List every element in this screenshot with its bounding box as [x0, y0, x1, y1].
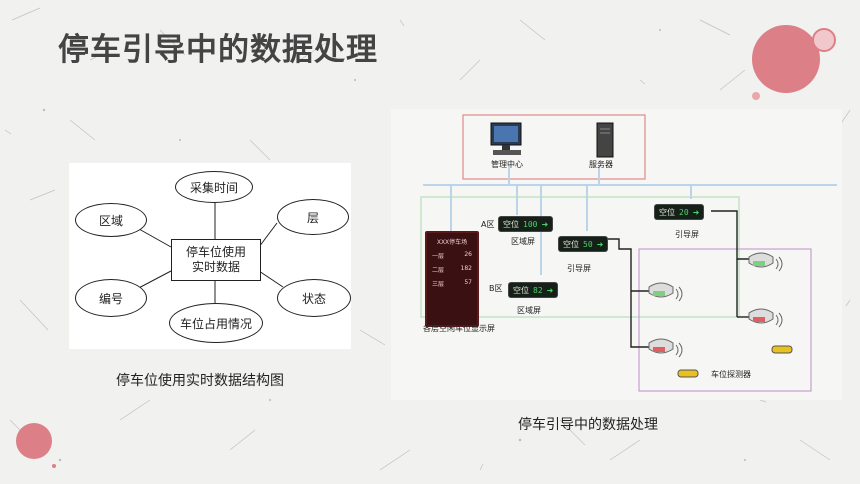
sign-label: 空位	[513, 285, 529, 295]
floor-board-title: XXX停车场	[436, 239, 468, 246]
sign-label: 空位	[659, 207, 675, 217]
decor-circle-ring	[812, 28, 836, 52]
floor-row-value: 182	[460, 265, 472, 272]
entity-line-1: 停车位使用	[185, 245, 246, 259]
sign-value: 82	[533, 285, 543, 295]
sign-value: 20	[679, 207, 689, 217]
floor-display-board: XXX停车场 一层 26 二层 182 三层 57	[425, 231, 479, 327]
decor-circle-bottom	[16, 423, 52, 459]
attr-area: 区域	[75, 203, 147, 237]
floor-row-label: 一层	[432, 253, 445, 260]
slide-title: 停车引导中的数据处理	[58, 32, 378, 68]
decor-circle-small	[752, 92, 760, 100]
floor-row-value: 26	[464, 251, 472, 258]
decor-circle-large	[752, 25, 820, 93]
floor-row-label: 二层	[432, 267, 445, 274]
sign-value: 50	[583, 239, 593, 249]
label-mgmt-center: 管理中心	[491, 160, 523, 169]
floor-row-value: 57	[464, 279, 472, 286]
label-guide-screen-1: 引导屏	[567, 264, 591, 273]
network-lines	[420, 114, 837, 392]
right-caption: 停车引导中的数据处理	[518, 417, 658, 433]
car-icon	[677, 369, 699, 378]
floor-row: 二层 182	[427, 265, 477, 274]
attr-occupancy: 车位占用情况	[169, 303, 263, 343]
label-floor-screen: 各层空闲车位显示屏	[423, 324, 495, 333]
attr-collect-time: 采集时间	[175, 171, 253, 203]
area-sign-a: 空位 100 ➜	[499, 217, 553, 231]
arrow-icon: ➜	[596, 239, 604, 249]
sign-label: 空位	[563, 239, 579, 249]
detector-icon	[748, 308, 783, 328]
label-server: 服务器	[589, 160, 613, 169]
detector-icon	[648, 282, 683, 302]
attr-floor: 层	[277, 199, 349, 235]
arrow-icon: ➜	[541, 219, 549, 229]
left-caption: 停车位使用实时数据结构图	[116, 373, 284, 389]
label-area-screen-b: 区域屏	[517, 306, 541, 315]
guide-sign-2: 空位 20 ➜	[655, 205, 704, 219]
sign-value: 100	[523, 219, 538, 229]
area-sign-b: 空位 82 ➜	[509, 283, 558, 297]
entity-parking-usage: 停车位使用 实时数据	[171, 239, 261, 281]
attr-status: 状态	[277, 279, 351, 317]
decor-dot-bottom	[52, 464, 56, 468]
label-guide-screen-2: 引导屏	[675, 230, 699, 239]
arrow-icon: ➜	[546, 285, 554, 295]
detector-icon	[648, 338, 683, 358]
sign-label: 空位	[503, 219, 519, 229]
arrow-icon: ➜	[692, 207, 700, 217]
floor-row: 一层 26	[427, 251, 477, 260]
parking-guidance-diagram: 管理中心 服务器 XXX停车场 一层 26 二层 182 三层 57 各层空闲车位显示…	[391, 109, 842, 400]
data-structure-diagram: 采集时间 区域 层 停车位使用 实时数据 编号 状态 车位占用情况	[69, 163, 351, 349]
floor-row-label: 三层	[432, 281, 445, 288]
detector-icon	[748, 252, 783, 272]
attr-number: 编号	[75, 279, 147, 317]
server-icon	[596, 122, 614, 158]
label-area-a: A区	[481, 220, 495, 229]
connector-lines	[132, 201, 284, 303]
label-area-b: B区	[489, 284, 503, 293]
floor-row: 三层 57	[427, 279, 477, 288]
entity-line-2: 实时数据	[191, 260, 240, 274]
computer-icon	[490, 122, 522, 155]
car-icon	[771, 345, 793, 354]
guide-sign-1: 空位 50 ➜	[559, 237, 608, 251]
label-detector: 车位探测器	[711, 370, 751, 379]
label-area-screen-a: 区域屏	[511, 237, 535, 246]
